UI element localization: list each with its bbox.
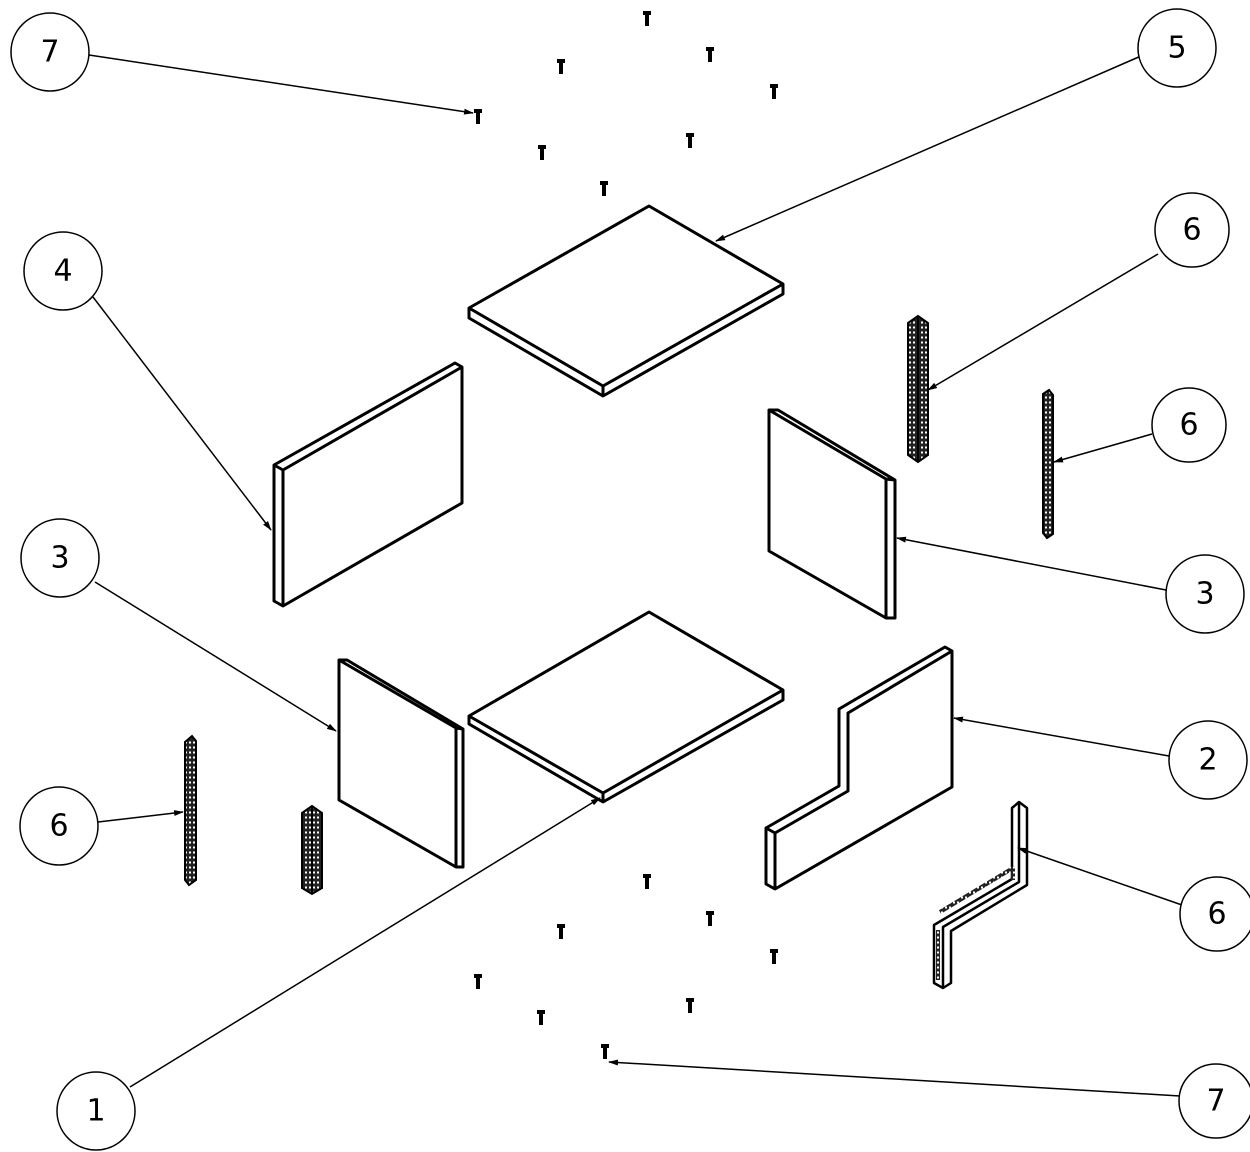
callout-1: 1 xyxy=(86,1094,105,1129)
callout-balloons xyxy=(10,8,1250,1151)
leader-5 xyxy=(715,55,1142,242)
balloon-7-bottom xyxy=(1178,1063,1250,1139)
part-6-bracket-left xyxy=(184,734,197,887)
leader-7-bottom xyxy=(608,1059,1181,1097)
balloon-6-upper-b xyxy=(1151,387,1227,463)
balloon-6-upper-a xyxy=(1154,192,1230,268)
callout-4: 4 xyxy=(53,254,72,289)
callout-6-upper-b: 6 xyxy=(1179,408,1198,443)
leader-6-lower-right xyxy=(1017,847,1183,906)
balloon-2 xyxy=(1168,720,1248,800)
part-7-screws-bottom xyxy=(474,874,778,1059)
part-3-right-side-panel xyxy=(767,408,897,620)
callout-7-bottom: 7 xyxy=(1206,1084,1225,1119)
leader-1 xyxy=(129,797,601,1088)
part-4-back-panel xyxy=(272,361,464,608)
leader-4 xyxy=(92,296,272,531)
part-2-front-panel xyxy=(764,645,954,891)
part-7-screws-top xyxy=(474,11,778,196)
balloon-3-left xyxy=(20,518,100,598)
leader-lines xyxy=(88,54,1183,1097)
balloon-6-lower-right xyxy=(1179,876,1250,952)
part-6-bracket-upper-b xyxy=(1042,388,1054,540)
callout-6-upper-a: 6 xyxy=(1182,213,1201,248)
callout-6-left: 6 xyxy=(49,809,68,844)
leader-2 xyxy=(953,716,1170,757)
leader-6-upper-a xyxy=(927,253,1159,391)
callout-2: 2 xyxy=(1198,743,1217,778)
leader-7-top xyxy=(88,54,474,115)
balloon-4 xyxy=(23,231,103,311)
part-3-left-side-panel xyxy=(337,658,465,869)
leader-6-left xyxy=(97,810,184,823)
callout-5: 5 xyxy=(1167,31,1186,66)
leader-6-upper-b xyxy=(1053,433,1153,463)
balloon-3-right xyxy=(1165,554,1245,634)
callout-numbers: 7 5 4 6 6 3 3 2 6 6 1 7 xyxy=(40,31,1226,1129)
balloon-1 xyxy=(56,1071,136,1151)
callout-3-right: 3 xyxy=(1195,577,1214,612)
part-6-bracket-lower-left xyxy=(301,804,323,896)
callout-6-lower-right: 6 xyxy=(1207,897,1226,932)
callout-7-top: 7 xyxy=(40,35,59,70)
part-6-bracket-upper-a xyxy=(907,314,929,464)
balloon-7-top xyxy=(10,12,90,92)
part-1-bottom-panel xyxy=(467,610,785,804)
callout-3-left: 3 xyxy=(50,541,69,576)
part-6-bracket-lower-right xyxy=(932,800,1029,990)
balloon-6-left xyxy=(19,786,99,866)
leader-3-right xyxy=(896,536,1167,591)
part-5-top-panel xyxy=(467,204,785,398)
balloon-5 xyxy=(1137,8,1217,88)
leader-3-left xyxy=(94,581,337,732)
